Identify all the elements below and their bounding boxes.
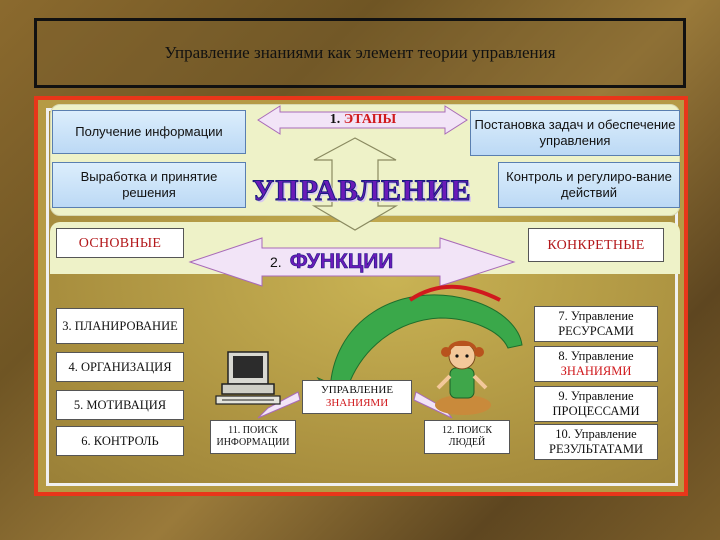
search-information-box: 11. ПОИСК ИНФОРМАЦИИ <box>210 420 296 454</box>
basic-function-planning: 3. ПЛАНИРОВАНИЕ <box>56 308 184 344</box>
specific-function-object: ПРОЦЕССАМИ <box>552 404 640 418</box>
stages-title: 1. ЭТАПЫ <box>298 112 428 128</box>
stage-box-decision: Выработка и принятие решения <box>52 162 246 208</box>
management-wordart: УПРАВЛЕНИЕ <box>252 174 472 208</box>
stage-box-get-info: Получение информации <box>52 110 246 154</box>
specific-function-object: РЕЗУЛЬТАТАМИ <box>549 442 643 456</box>
functions-number: 2. <box>270 254 282 270</box>
basic-functions-heading: ОСНОВНЫЕ <box>56 228 184 258</box>
basic-function-control: 6. КОНТРОЛЬ <box>56 426 184 456</box>
specific-function-results: 10. Управление РЕЗУЛЬТАТАМИ <box>534 424 658 460</box>
functions-arrow <box>188 237 516 287</box>
page-title: Управление знаниями как элемент теории у… <box>164 43 556 62</box>
specific-function-processes: 9. Управление ПРОЦЕССАМИ <box>534 386 658 422</box>
basic-function-organization: 4. ОРГАНИЗАЦИЯ <box>56 352 184 382</box>
computer-icon <box>215 351 281 405</box>
stages-label: ЭТАПЫ <box>343 112 397 127</box>
swoosh-arrow <box>329 294 523 396</box>
specific-function-prefix: 8. Управление <box>558 349 634 363</box>
specific-function-object: РЕСУРСАМИ <box>558 324 634 338</box>
girl-character-icon <box>435 340 491 415</box>
stage-box-tasks: Постановка задач и обеспечение управлени… <box>470 110 680 156</box>
specific-function-resources: 7. Управление РЕСУРСАМИ <box>534 306 658 342</box>
specific-functions-heading: КОНКРЕТНЫЕ <box>528 228 664 262</box>
title-frame: Управление знаниями как элемент теории у… <box>34 18 686 88</box>
basic-function-motivation: 5. МОТИВАЦИЯ <box>56 390 184 420</box>
stages-arrow <box>257 105 468 135</box>
functions-label: ФУНКЦИИ <box>289 250 394 274</box>
knowledge-management-line1: УПРАВЛЕНИЕ <box>320 384 394 396</box>
specific-function-prefix: 10. Управление <box>555 427 637 441</box>
stages-number: 1. <box>329 112 341 127</box>
knowledge-management-line2: ЗНАНИЯМИ <box>325 397 389 409</box>
arrow-to-info <box>257 391 301 419</box>
stage-box-control: Контроль и регулиро-вание действий <box>498 162 680 208</box>
knowledge-management-box: УПРАВЛЕНИЕ ЗНАНИЯМИ <box>302 380 412 414</box>
functions-title: 2. ФУНКЦИИ <box>270 250 440 274</box>
search-people-box: 12. ПОИСК ЛЮДЕЙ <box>424 420 510 454</box>
red-curve-arrow <box>408 284 501 302</box>
vertical-arrow <box>311 137 399 231</box>
specific-function-prefix: 9. Управление <box>558 389 634 403</box>
specific-function-object: ЗНАНИЯМИ <box>560 364 632 378</box>
specific-function-prefix: 7. Управление <box>558 309 634 323</box>
specific-function-knowledge: 8. Управление ЗНАНИЯМИ <box>534 346 658 382</box>
